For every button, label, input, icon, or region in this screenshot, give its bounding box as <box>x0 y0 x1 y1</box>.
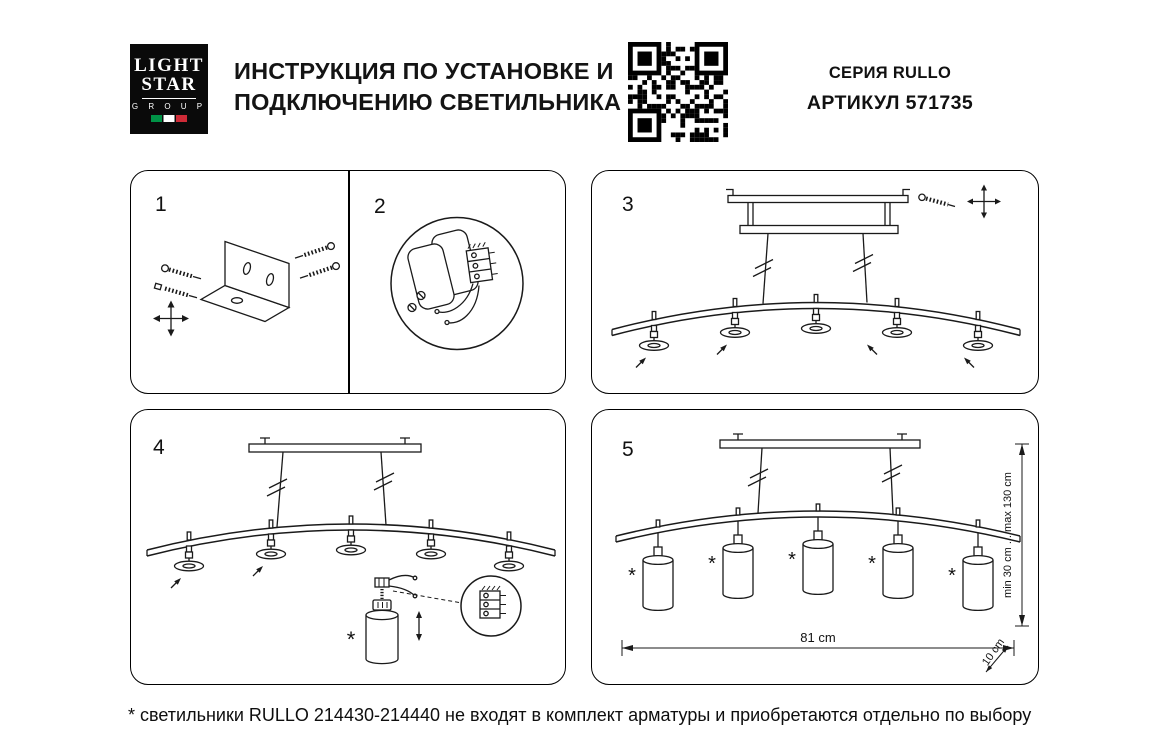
hanging-shades <box>642 517 994 612</box>
mounting-plate <box>739 224 899 235</box>
height-range-label: min 30 cm ... max 130 cm <box>1002 472 1014 598</box>
fixing-screw <box>918 193 956 208</box>
logo-divider <box>142 98 196 100</box>
lightstar-logo: LIGHT STAR G R O U P <box>130 44 208 134</box>
step-number-3: 3 <box>622 193 634 216</box>
insert-arrows <box>170 566 263 589</box>
move-arrows-icon <box>153 300 189 337</box>
panel-steps-1-2: 1 2 <box>130 170 566 394</box>
shade-attachment-diagram: * <box>146 437 556 665</box>
width-dimension: 81 cm <box>621 630 1015 656</box>
footnote: * светильники RULLO 214430-214440 не вхо… <box>128 705 1032 725</box>
terminal-block <box>465 241 498 284</box>
step-number-5: 5 <box>622 438 634 461</box>
mounting-plate <box>248 437 422 453</box>
title-line-1: ИНСТРУКЦИЯ ПО УСТАНОВКЕ И <box>234 58 614 84</box>
bracket-assembly-diagram <box>153 240 341 337</box>
asterisk-mark: * <box>788 549 796 571</box>
asterisk-mark: * <box>948 565 956 587</box>
asterisk-marks: * * * * * <box>628 549 956 587</box>
shade-holders <box>638 293 994 351</box>
wiring-detail-diagram <box>390 216 524 351</box>
asterisk-mark: * <box>868 553 876 575</box>
product-info: СЕРИЯ RULLO АРТИКУЛ 571735 <box>775 64 1005 115</box>
suspension-rods <box>752 233 874 304</box>
asterisk-mark: * <box>628 565 636 587</box>
asterisk-mark: * <box>708 553 716 575</box>
ceiling-bar <box>726 188 910 226</box>
logo-word-group: G R O U P <box>131 102 207 112</box>
panel-step-4: 4 <box>130 409 566 685</box>
step-number-4: 4 <box>153 436 165 459</box>
width-label: 81 cm <box>800 630 835 645</box>
shade-height-dimension: 10 cm <box>980 637 1009 673</box>
logo-word-star: STAR <box>141 74 197 95</box>
shade-cylinder-assembly <box>365 574 463 665</box>
final-assembly-diagram: * * * * * 81 cm min 30 cm ... max 130 cm… <box>615 433 1029 673</box>
height-dimension: min 30 cm ... max 130 cm <box>1002 443 1029 627</box>
panel-step-3: 3 <box>591 170 1039 394</box>
suspension-rods <box>266 451 395 528</box>
cross-bolt-icon <box>967 184 1001 219</box>
screws-and-anchors <box>153 242 341 299</box>
suspension-rods <box>747 447 903 515</box>
insert-arrows <box>635 344 975 368</box>
wires <box>434 283 480 326</box>
mounting-plate <box>719 433 921 449</box>
panel-step-5: 5 <box>591 409 1039 685</box>
mounting-bracket <box>199 240 291 323</box>
article-number: АРТИКУЛ 571735 <box>806 92 974 114</box>
page-title: ИНСТРУКЦИЯ ПО УСТАНОВКЕ И ПОДКЛЮЧЕНИЮ СВ… <box>234 56 621 117</box>
italy-flag-icon <box>151 115 187 123</box>
terminal-screws <box>407 290 426 313</box>
logo-word-light: LIGHT <box>134 54 204 76</box>
title-line-2: ПОДКЛЮЧЕНИЮ СВЕТИЛЬНИКА <box>234 88 622 115</box>
series-label: СЕРИЯ RULLO <box>828 64 952 82</box>
panel-divider <box>348 171 350 393</box>
curved-rail <box>615 503 1021 543</box>
step-number-2: 2 <box>374 195 386 218</box>
frame-mounting-diagram <box>611 184 1021 368</box>
step-number-1: 1 <box>155 193 167 216</box>
qr-code <box>628 42 728 142</box>
connector-callout <box>460 575 522 637</box>
asterisk-mark: * <box>347 627 356 652</box>
shade-holders <box>173 515 525 572</box>
